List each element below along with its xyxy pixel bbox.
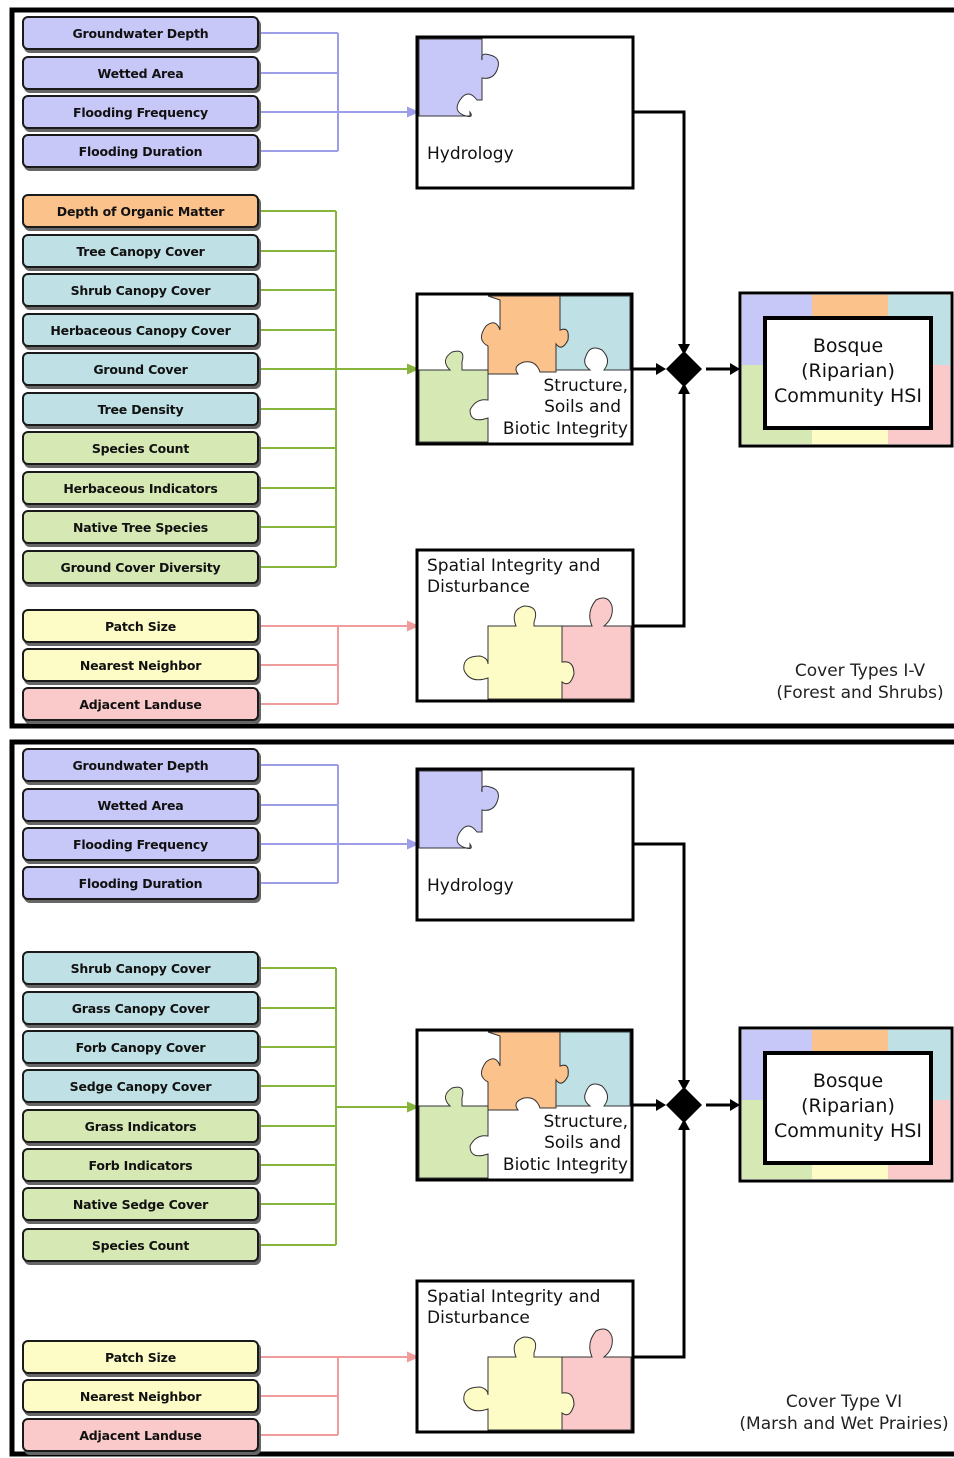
- factor-structure-9: Native Tree Species: [22, 510, 259, 544]
- factor-hydrology-2: Wetted Area: [22, 788, 259, 822]
- panel-marsh-wet-prairies: Groundwater Depth Wetted Area Flooding F…: [0, 732, 954, 1458]
- factor-hydrology-1: Groundwater Depth: [22, 16, 259, 50]
- structure-box: [415, 292, 634, 446]
- spatial-box: [415, 548, 635, 703]
- spatial-box: [415, 1279, 635, 1434]
- structure-piece-teal: [555, 1031, 631, 1107]
- factor-structure-4: Herbaceous Canopy Cover: [22, 313, 259, 347]
- spatial-piece-pink: [561, 597, 632, 700]
- output-arrows: [632, 110, 732, 628]
- hydrology-connectors: [259, 32, 420, 152]
- spatial-label-1: Spatial Integrity and: [427, 1287, 601, 1307]
- hsi-label-2: (Riparian): [801, 360, 895, 382]
- panel-frame: [9, 739, 954, 1457]
- factor-structure-3: Forb Canopy Cover: [22, 1030, 259, 1064]
- cover-type-label-2: (Marsh and Wet Prairies): [739, 1414, 949, 1434]
- hsi-box: [738, 291, 954, 448]
- combine-diamond: [666, 1087, 702, 1123]
- panel-forest-shrubs: Groundwater Depth Wetted Area Flooding F…: [0, 0, 954, 729]
- output-arrows: [632, 842, 732, 1359]
- factor-structure-1: Shrub Canopy Cover: [22, 951, 259, 985]
- panel-connectors: [9, 739, 954, 1457]
- hydrology-label: Hydrology: [427, 144, 514, 164]
- factor-spatial-2: Nearest Neighbor: [22, 648, 259, 682]
- factor-structure-2: Tree Canopy Cover: [22, 234, 259, 268]
- hydrology-puzzle-piece: [418, 38, 499, 117]
- factor-spatial-3: Adjacent Landuse: [22, 687, 259, 721]
- factor-structure-5: Grass Indicators: [22, 1109, 259, 1143]
- hsi-label-1: Bosque: [812, 335, 884, 357]
- structure-label-3: Biotic Integrity: [502, 1155, 628, 1175]
- spatial-connectors: [259, 620, 420, 705]
- factor-hydrology-4: Flooding Duration: [22, 866, 259, 900]
- cover-type-label-2: (Forest and Shrubs): [776, 683, 944, 703]
- factor-spatial-1: Patch Size: [22, 609, 259, 643]
- structure-piece-green: [418, 1086, 489, 1179]
- factor-structure-8: Species Count: [22, 1228, 259, 1262]
- factor-structure-5: Ground Cover: [22, 352, 259, 386]
- factor-structure-6: Tree Density: [22, 392, 259, 426]
- factor-structure-2: Grass Canopy Cover: [22, 991, 259, 1025]
- structure-connectors: [259, 210, 420, 568]
- factor-structure-10: Ground Cover Diversity: [22, 550, 259, 584]
- structure-label-3: Biotic Integrity: [502, 419, 628, 439]
- hydrology-connectors: [259, 764, 420, 884]
- factor-structure-6: Forb Indicators: [22, 1148, 259, 1182]
- hsi-box: [738, 1026, 954, 1183]
- factor-hydrology-1: Groundwater Depth: [22, 748, 259, 782]
- hydrology-puzzle-piece: [418, 770, 499, 849]
- factor-hydrology-3: Flooding Frequency: [22, 95, 259, 129]
- hsi-label-1: Bosque: [812, 1070, 884, 1092]
- hsi-label-3: Community HSI: [774, 385, 922, 407]
- hydrology-box: [415, 35, 635, 190]
- structure-label-1: Structure,: [543, 1112, 629, 1132]
- panel-connectors: [9, 7, 954, 729]
- spatial-piece-pink: [561, 1328, 632, 1431]
- factor-structure-7: Species Count: [22, 431, 259, 465]
- factor-structure-3: Shrub Canopy Cover: [22, 273, 259, 307]
- factor-structure-8: Herbaceous Indicators: [22, 471, 259, 505]
- factor-hydrology-2: Wetted Area: [22, 56, 259, 90]
- hsi-label-2: (Riparian): [801, 1095, 895, 1117]
- factor-spatial-1: Patch Size: [22, 1340, 259, 1374]
- spatial-label-2: Disturbance: [427, 577, 530, 597]
- factor-spatial-3: Adjacent Landuse: [22, 1418, 259, 1452]
- structure-connectors: [259, 967, 420, 1246]
- factor-hydrology-3: Flooding Frequency: [22, 827, 259, 861]
- factor-spatial-2: Nearest Neighbor: [22, 1379, 259, 1413]
- structure-label-2: Soils and: [544, 1133, 621, 1153]
- structure-label-1: Structure,: [543, 376, 629, 396]
- cover-type-label-1: Cover Type VI: [785, 1392, 903, 1412]
- factor-structure-1: Depth of Organic Matter: [22, 194, 259, 228]
- structure-box: [415, 1028, 634, 1182]
- structure-piece-green: [418, 350, 489, 443]
- structure-label-2: Soils and: [544, 397, 621, 417]
- spatial-label-2: Disturbance: [427, 1308, 530, 1328]
- hydrology-box: [415, 767, 635, 922]
- cover-type-label-1: Cover Types I-V: [794, 661, 926, 681]
- hydrology-label: Hydrology: [427, 876, 514, 896]
- factor-structure-7: Native Sedge Cover: [22, 1187, 259, 1221]
- structure-piece-teal: [555, 295, 631, 371]
- factor-structure-4: Sedge Canopy Cover: [22, 1069, 259, 1103]
- spatial-connectors: [259, 1351, 420, 1436]
- combine-diamond: [666, 351, 702, 387]
- panel-frame: [9, 7, 954, 729]
- factor-hydrology-4: Flooding Duration: [22, 134, 259, 168]
- hsi-label-3: Community HSI: [774, 1120, 922, 1142]
- spatial-label-1: Spatial Integrity and: [427, 556, 601, 576]
